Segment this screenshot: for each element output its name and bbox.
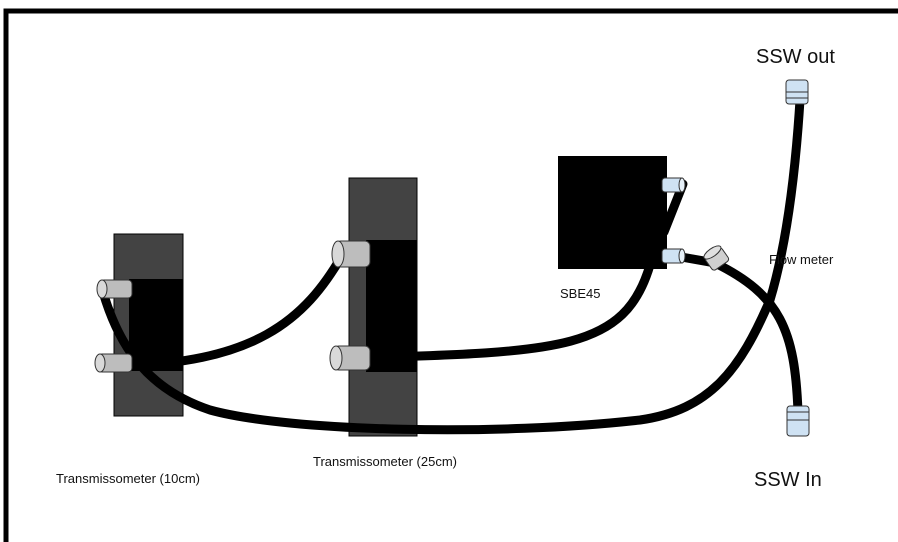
transmissometer-10cm-label: Transmissometer (10cm) bbox=[56, 471, 200, 486]
tube-ssw-in-to-sbe45 bbox=[665, 250, 803, 417]
transmissometer-25cm bbox=[348, 177, 418, 437]
flow-meter-label: Flow meter bbox=[769, 252, 834, 267]
transmissometer-25cm-label: Transmissometer (25cm) bbox=[313, 454, 457, 469]
transmissometer-25cm-core bbox=[366, 240, 417, 372]
ssw-out-label: SSW out bbox=[756, 46, 835, 68]
tubing bbox=[98, 95, 805, 435]
connector-sbe45-top-end bbox=[678, 177, 686, 193]
connector-t10-bottom-end bbox=[94, 353, 106, 373]
connector-sbe45-bottom-end bbox=[678, 248, 686, 264]
connector-t25-bottom-end bbox=[329, 345, 343, 371]
connectors bbox=[94, 79, 810, 437]
flow-meter-icon bbox=[703, 245, 730, 271]
sbe45-label: SBE45 bbox=[560, 286, 601, 301]
ssw-in-fitting bbox=[786, 405, 810, 437]
ssw-in-label: SSW In bbox=[754, 469, 822, 491]
connector-t10-top-end bbox=[96, 279, 108, 299]
ssw-out-fitting bbox=[785, 79, 809, 105]
sbe45-box bbox=[558, 156, 667, 269]
diagram-frame bbox=[3, 8, 898, 542]
transmissometer-10cm bbox=[113, 233, 184, 417]
tube-sbe45-to-t25 bbox=[355, 260, 655, 363]
tube-t25-to-t10 bbox=[105, 249, 348, 371]
tube-t10-to-ssw-out bbox=[98, 95, 805, 435]
connector-t25-top-end bbox=[331, 240, 345, 268]
